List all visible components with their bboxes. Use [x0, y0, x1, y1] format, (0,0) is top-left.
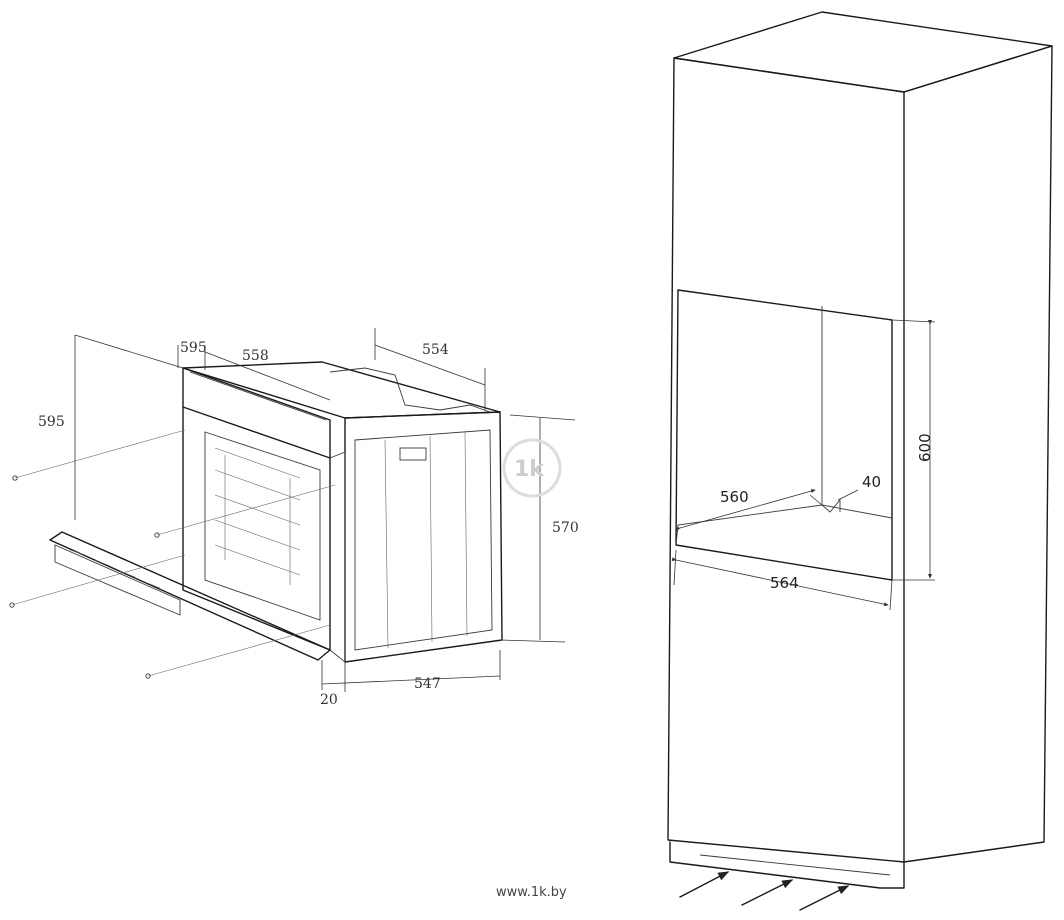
dim-547: 547: [414, 676, 441, 692]
airflow-arrow-3: [799, 885, 850, 911]
cabinet-side: [903, 45, 1053, 863]
screw-1: [12, 475, 18, 481]
front-frame: [182, 406, 331, 651]
screw-2: [9, 602, 15, 608]
dim-line-40: [809, 489, 859, 506]
dim-40: 40: [862, 473, 881, 491]
panel-edge: [189, 371, 327, 421]
dim-line-560: [675, 489, 816, 532]
niche-back: [821, 306, 893, 519]
oven-cavity: [204, 431, 321, 621]
cabinet-plinth: [669, 841, 905, 889]
dim-560: 560: [720, 488, 749, 506]
dim-554: 554: [422, 342, 449, 358]
airflow-arrow-1: [679, 871, 730, 898]
site-credit: www.1k.by: [496, 885, 567, 900]
vent-notch: [821, 498, 841, 513]
rack-rails: [224, 455, 291, 585]
airflow-arrow-2: [741, 879, 794, 906]
dim-line-554: [374, 328, 486, 410]
oven-drawing: 595 558 595 554 570 20 547 1k: [9, 328, 579, 708]
oven-racks: [214, 447, 301, 576]
dim-600: 600: [916, 433, 934, 462]
dim-ext-600: [891, 319, 936, 581]
watermark-ring: [502, 438, 562, 498]
cabinet-drawing: 560 40 600 564: [667, 11, 1053, 911]
screw-3: [145, 673, 151, 679]
oven-top-vent: [329, 367, 491, 413]
side-handle: [399, 447, 427, 461]
door-slots: [69, 549, 161, 589]
oven-side: [344, 411, 503, 663]
front-side-join: [329, 451, 346, 663]
screw-lines: [11, 429, 336, 677]
door-glass: [54, 544, 181, 616]
dim-line-564: [671, 557, 889, 607]
cabinet-front: [667, 57, 905, 863]
plinth-gap: [699, 854, 891, 876]
dim-595-height: 595: [38, 414, 65, 430]
dim-line-558: [204, 351, 331, 401]
dim-ext-564: [673, 549, 893, 611]
screw-4: [154, 532, 160, 538]
side-ribs: [384, 431, 468, 649]
niche-opening: [675, 289, 893, 581]
dim-line-547: [321, 650, 501, 692]
dim-line-595-width: [177, 345, 206, 370]
dim-570: 570: [552, 520, 579, 536]
dim-20: 20: [320, 692, 338, 708]
dim-line-570: [499, 414, 576, 643]
side-panel: [354, 429, 493, 651]
cabinet-top: [673, 11, 1053, 93]
dim-595-width: 595: [180, 340, 207, 356]
oven-door: [49, 531, 331, 661]
dim-564: 564: [770, 574, 799, 592]
watermark: 1k: [514, 457, 545, 482]
dim-ext-595-height: [74, 334, 184, 369]
niche-floor: [675, 504, 823, 546]
dim-558: 558: [242, 348, 269, 364]
